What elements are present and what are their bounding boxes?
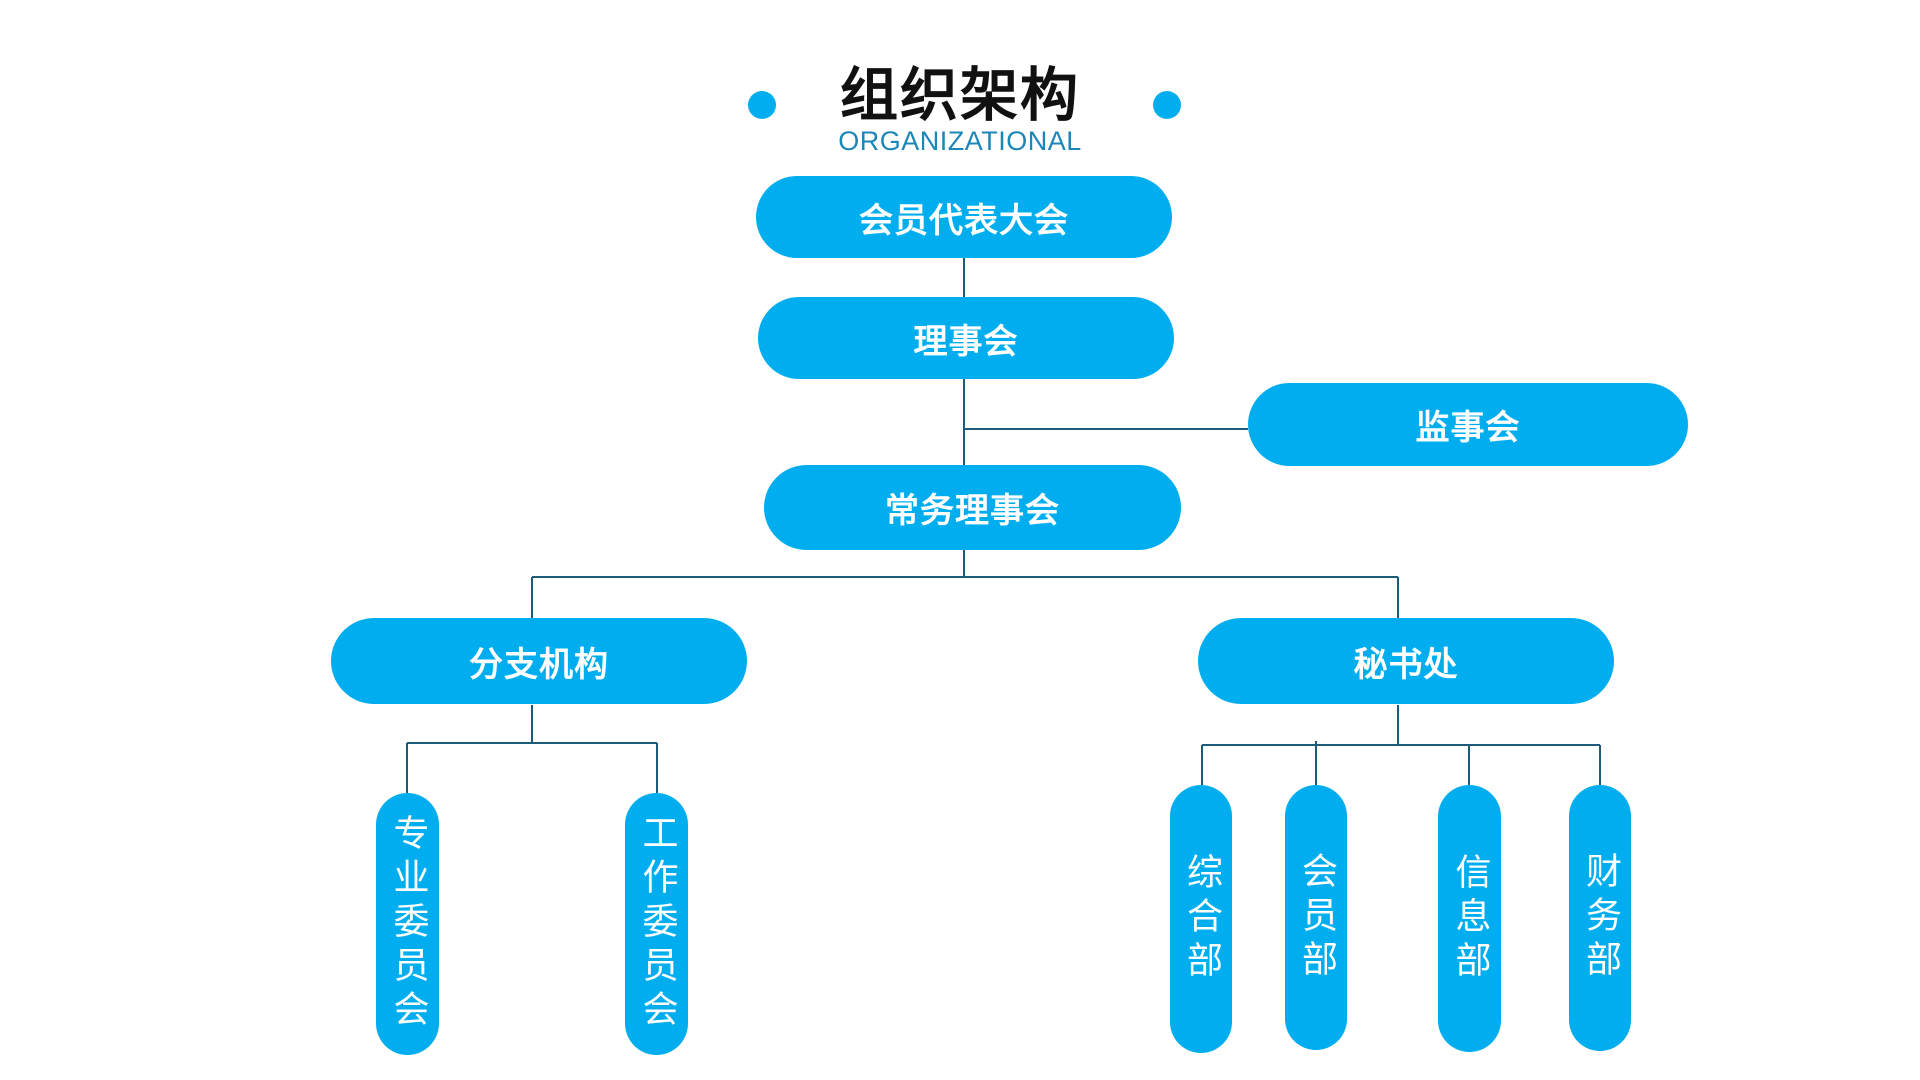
- page-subtitle: ORGANIZATIONAL: [838, 126, 1082, 156]
- node-professional-committee: 专业委员会: [376, 793, 439, 1055]
- node-council: 理事会: [758, 297, 1174, 379]
- node-working-committee: 工作委员会: [625, 793, 688, 1055]
- node-supervisory: 监事会: [1248, 383, 1688, 466]
- title-right-dot: [1153, 91, 1181, 119]
- node-finance-dept: 财务部: [1569, 785, 1631, 1051]
- node-branches: 分支机构: [331, 618, 747, 704]
- node-secretariat: 秘书处: [1198, 618, 1614, 704]
- node-congress: 会员代表大会: [756, 176, 1172, 258]
- title-left-dot: [748, 91, 776, 119]
- node-general-dept: 综合部: [1170, 785, 1232, 1053]
- page-title: 组织架构: [839, 61, 1080, 129]
- node-member-dept: 会员部: [1285, 785, 1347, 1050]
- node-standing-council: 常务理事会: [764, 465, 1181, 550]
- node-info-dept: 信息部: [1438, 785, 1501, 1052]
